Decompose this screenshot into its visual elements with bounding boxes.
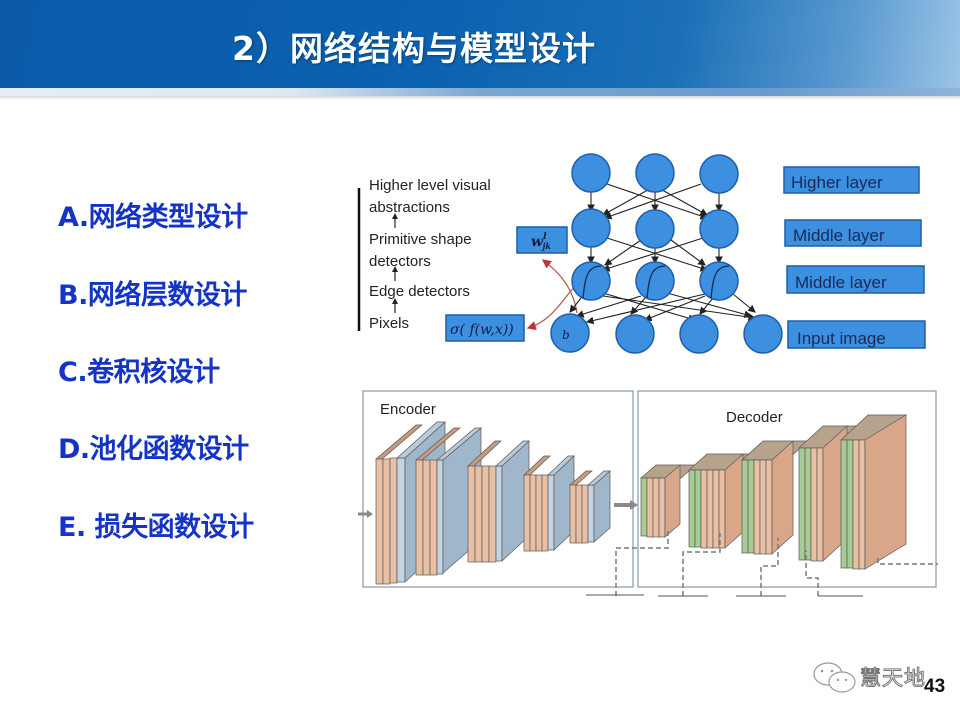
- layer-label-middle-2: [786, 265, 925, 294]
- bias-label: b: [562, 328, 570, 342]
- node-middle: [571, 208, 611, 248]
- wechat-icon: [813, 662, 856, 693]
- node-higher: [699, 154, 739, 194]
- svg-text:σ( f(w,x)): σ( f(w,x)): [450, 322, 514, 338]
- level-text: Edge detectors: [369, 283, 470, 300]
- header-band: [0, 88, 960, 96]
- level-text: detectors: [369, 253, 431, 270]
- list-item-network-type: A.网络类型设计: [58, 202, 248, 233]
- connections: [569, 183, 757, 325]
- slide-header: 2）网络结构与模型设计: [0, 0, 960, 90]
- svg-text:Middle layer: Middle layer: [795, 273, 887, 292]
- level-text: abstractions: [369, 199, 450, 216]
- layer-label-middle-1: [784, 219, 922, 247]
- node-middle: [699, 261, 739, 301]
- decoder-block: [741, 440, 809, 555]
- node-middle: [635, 261, 675, 301]
- node-input: [550, 313, 590, 353]
- header-shadow: [0, 96, 960, 100]
- slide-title: 2）网络结构与模型设计: [232, 29, 596, 68]
- output-lines: [586, 594, 863, 597]
- list-item-network-depth: B.网络层数设计: [58, 280, 247, 311]
- node-higher: [635, 153, 675, 193]
- list-item-pooling: D.池化函数设计: [58, 434, 249, 465]
- encoder-block: [467, 440, 530, 563]
- node-middle: [699, 209, 739, 249]
- svg-text:Input image: Input image: [797, 329, 886, 348]
- node-higher: [571, 153, 611, 193]
- skip-connections: [615, 531, 938, 596]
- weight-box: [516, 226, 568, 254]
- level-text: Pixels: [369, 315, 409, 332]
- node-input: [743, 314, 783, 354]
- page-number: 43: [924, 676, 946, 697]
- sigmoid-icon: [582, 265, 730, 299]
- layer-label-input: [787, 320, 926, 349]
- level-text: Higher level visual: [369, 177, 491, 194]
- encoder-block: [569, 470, 611, 544]
- decoder-label: Decoder: [726, 409, 783, 426]
- encoder-label: Encoder: [380, 401, 436, 418]
- node-middle: [571, 261, 611, 301]
- node-middle: [635, 209, 675, 249]
- activation-box: [445, 314, 525, 342]
- decoder-block: [840, 414, 907, 570]
- encoder-block: [523, 455, 575, 552]
- level-text: Primitive shape: [369, 231, 472, 248]
- list-item-kernel: C.卷积核设计: [58, 357, 220, 388]
- feature-hierarchy-diagram: Higher level visual abstractions Primiti…: [357, 153, 926, 354]
- layer-label-higher: [783, 166, 920, 194]
- list-item-loss: E. 损失函数设计: [58, 512, 254, 543]
- watermark-brand: 慧天地: [860, 666, 926, 691]
- node-input: [615, 314, 655, 354]
- svg-text:Middle layer: Middle layer: [793, 226, 885, 245]
- encoder-decoder-diagram: Encoder Decoder: [358, 390, 938, 597]
- node-input: [679, 314, 719, 354]
- svg-text:Higher layer: Higher layer: [791, 173, 883, 192]
- decoder-block: [688, 453, 754, 549]
- decoder-block: [640, 464, 697, 538]
